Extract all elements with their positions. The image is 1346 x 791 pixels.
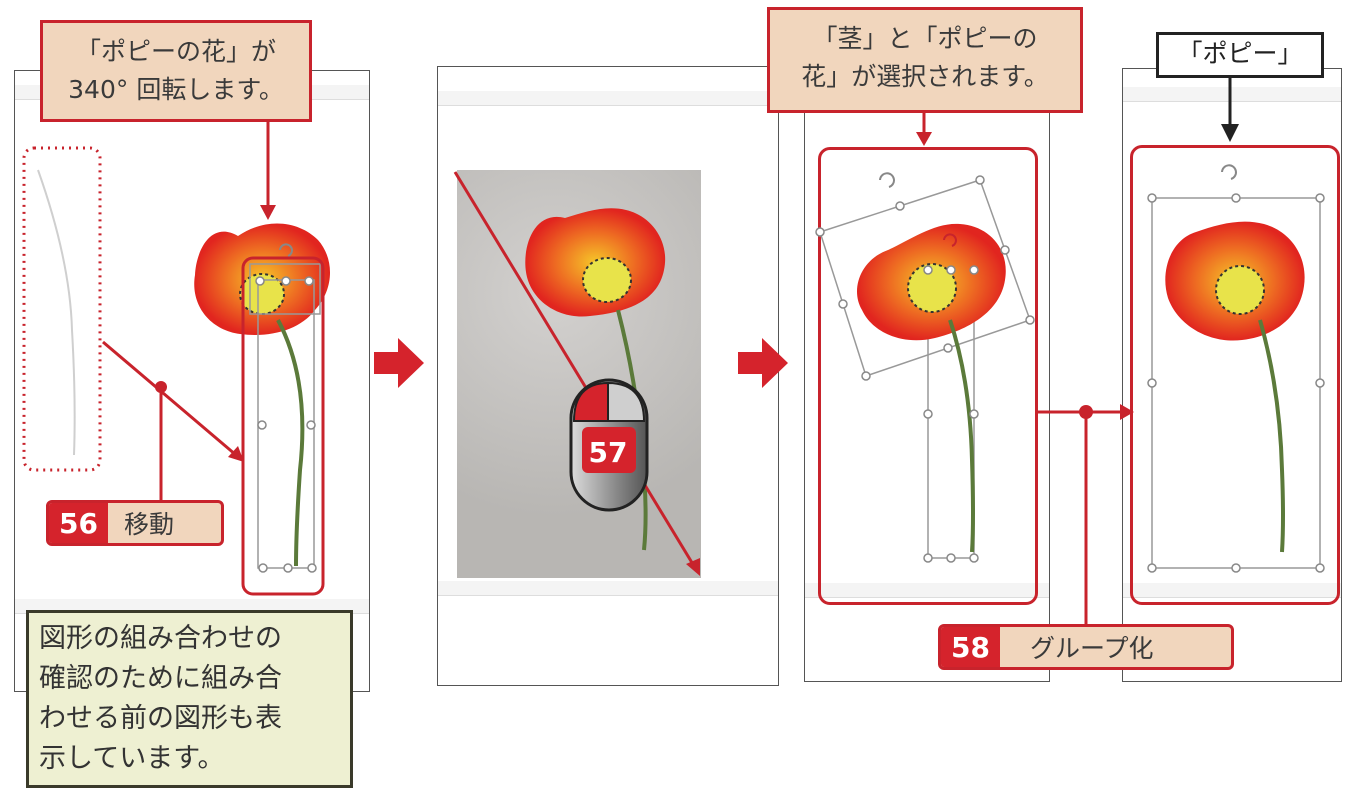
callout-rotate-line2: 340° 回転します。 [68,75,284,104]
label-pointer-panel-4 [1221,70,1239,142]
note-line-3: わせる前の図形も表 [39,703,282,734]
step-number-badge: 58 [941,627,1000,667]
slide-panel-3 [804,108,1050,682]
slide-header-band [1123,87,1341,102]
callout-pointer-arrowhead [260,205,276,220]
callout-selected-line2: 花」が選択されます。 [801,62,1049,91]
move-arrowhead [228,446,244,462]
panel-2-graphics [453,171,700,576]
drag-arrow-line [453,171,696,567]
note-line-1: 図形の組み合わせの [39,623,282,654]
callout-rotate-line1: 「ポピーの花」が [75,37,276,66]
drag-arrowhead [686,558,700,576]
slide-header-band [438,91,778,106]
poppy-flower-center [1215,265,1265,315]
moved-selection-box [241,256,325,596]
poppy-stem [276,319,305,567]
poppy-stem [948,319,975,553]
poppy-flower-center [582,257,632,303]
step-58-group-label: 58 グループ化 [938,624,1234,670]
rotate-handle-icon[interactable] [279,243,293,257]
rotate-handle-icon[interactable] [879,172,895,188]
poppy-stem [1258,319,1285,553]
step-number-badge: 56 [49,503,108,543]
panel-1-graphics [22,122,331,596]
selection-handles[interactable] [255,276,317,573]
slide-footer-band [1123,583,1341,598]
slide-footer-band [805,583,1049,598]
arrow-right-icon [374,338,424,388]
panel-4-graphics [1147,164,1325,573]
move-arrow-line [102,340,237,457]
poppy-group-label: 「ポピー」 [1156,32,1324,78]
selection-handles[interactable] [815,175,1035,563]
callout-pointer-panel-3 [916,112,932,146]
step-label: 移動 [123,510,174,539]
step-57-badge: 57 [588,436,628,469]
note-box: 図形の組み合わせの 確認のために組み合 わせる前の図形も表 示しています。 [26,610,353,788]
group-selection-box-panel-4 [1130,145,1340,605]
slide-footer-band [438,581,778,596]
group-selection-box-panel-3 [818,147,1038,605]
poppy-flower-center [907,263,957,313]
panel-3-graphics [815,172,1035,563]
mouse-right-drag-icon [569,378,649,512]
arrow-right-icon [738,338,788,388]
note-line-4: 示しています。 [39,743,225,774]
step-56-move-label: 56 移動 [46,500,224,546]
original-stem-line [37,169,76,456]
group-connector [1038,404,1134,626]
rotate-handle-icon[interactable] [943,233,957,247]
original-stem-dotted-box [22,146,102,472]
flower-selection-frame [249,263,321,315]
note-line-2: 確認のために組み合 [39,663,282,694]
callout-selected-line1: 「茎」と「ポピーの [812,24,1038,53]
callout-selected: 「茎」と「ポピーの 花」が選択されます。 [767,7,1083,113]
slide-panel-4 [1122,68,1342,682]
rotate-handle-icon[interactable] [1221,164,1237,180]
step-label: グループ化 [1029,634,1154,663]
callout-rotate-340: 「ポピーの花」が 340° 回転します。 [40,20,312,122]
selection-handles[interactable] [1147,193,1325,573]
